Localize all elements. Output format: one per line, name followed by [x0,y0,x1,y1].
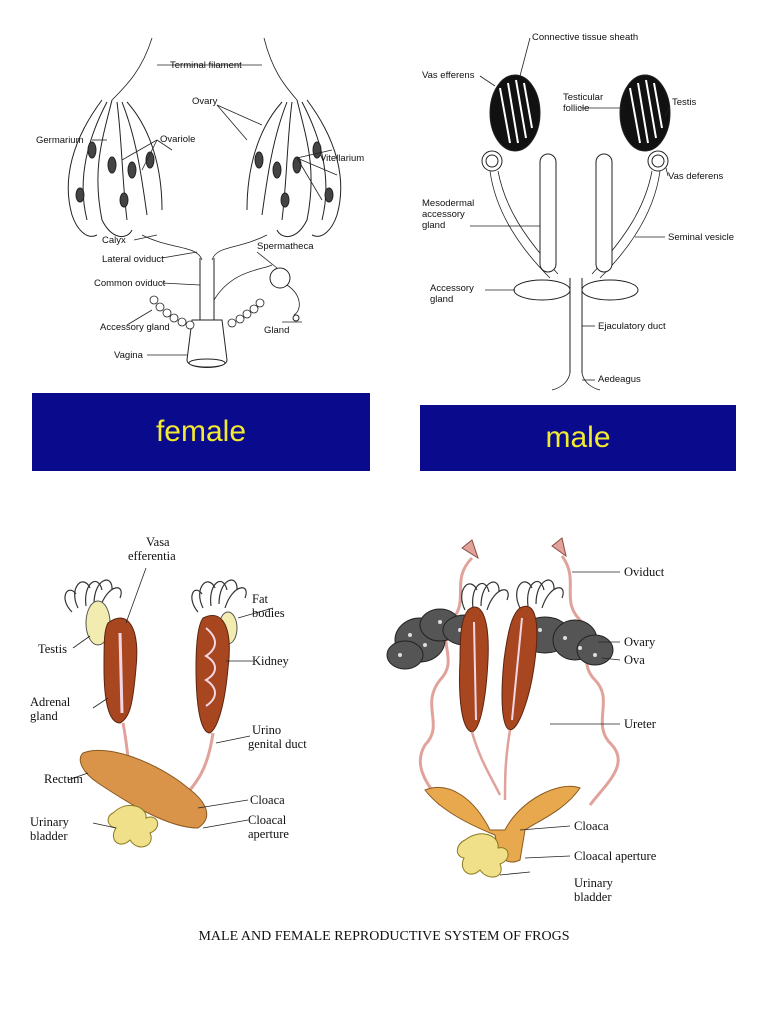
frog-female-panel: Oviduct Ovary Ova Ureter Cloaca Cloacal … [380,530,740,910]
label-germarium: Germarium [36,135,84,146]
ureter-right [503,729,512,801]
label-rectum: Rectum [44,772,83,786]
cloaca-female [424,785,581,863]
ovary-left [386,608,488,670]
label-ejaculatory-duct: Ejaculatory duct [598,321,666,332]
label-gland: Gland [264,325,289,336]
label-ovary-frog: Ovary [624,635,656,649]
label-ovary: Ovary [192,96,218,107]
oviduct-left [418,556,474,806]
lateral-oviduct-right [211,234,268,261]
figure-caption: MALE AND FEMALE REPRODUCTIVE SYSTEM OF F… [198,929,570,944]
accessory-gland-left [513,279,571,301]
label-spermatheca: Spermatheca [257,241,314,252]
label-aedeagus: Aedeagus [598,374,641,385]
kidney-female-right [501,605,538,731]
label-common-oviduct: Common oviduct [94,278,166,289]
label-cloaca-female: Cloaca [574,819,609,833]
spermatheca [269,267,291,289]
label-testis-frog: Testis [38,642,67,656]
mesodermal-gland-right [595,153,613,273]
common-oviduct [199,258,215,320]
label-ureter: Ureter [624,717,657,731]
label-kidney: Kidney [252,654,290,668]
insect-male-diagram: Connective tissue sheath Vas efferens Te… [422,32,734,391]
lateral-oviduct-left [141,234,203,261]
label-lateral-oviduct: Lateral oviduct [102,254,164,265]
fat-bodies-right [191,579,247,613]
insect-male-panel: Connective tissue sheath Vas efferens Te… [420,28,736,404]
female-left-ovary [67,99,163,238]
female-banner: female [32,393,370,471]
label-oviduct: Oviduct [624,565,665,579]
insect-female-diagram: Terminal filament Ovary Germarium Ovario… [36,37,364,368]
testis-right [619,74,671,152]
rectum [79,749,208,829]
frog-female-diagram: Oviduct Ovary Ova Ureter Cloaca Cloacal … [386,537,665,904]
label-ovariole: Ovariole [160,134,195,145]
label-seminal-vesicle: Seminal vesicle [668,232,734,243]
accessory-glands [149,295,265,330]
urinary-bladder-female [456,833,509,878]
label-vagina: Vagina [114,350,144,361]
label-vitellarium: Vitellarium [320,153,364,164]
label-cloaca-male: Cloaca [250,793,285,807]
male-banner: male [420,405,736,471]
label-cloacal-aperture-female: Cloacal aperture [574,849,657,863]
testis-left [489,74,541,152]
insect-female-panel: Terminal filament Ovary Germarium Ovario… [32,30,370,392]
female-right-ovary [246,99,342,238]
ureter-left [470,731,502,796]
label-ova: Ova [624,653,645,667]
fat-bodies-left [64,579,122,613]
ejaculatory-duct [569,278,583,373]
label-accessory-gland: Accessory gland [100,322,170,333]
label-vas-efferens: Vas efferens [422,70,475,81]
label-vas-deferens: Vas deferens [668,171,724,182]
label-terminal-filament: Terminal filament [170,60,242,71]
label-testis: Testis [672,97,697,108]
label-calyx: Calyx [102,235,126,246]
mesodermal-gland-left [539,153,557,273]
accessory-gland-right [581,279,639,301]
oviduct-right [560,555,620,806]
label-connective-tissue-sheath: Connective tissue sheath [532,32,638,43]
